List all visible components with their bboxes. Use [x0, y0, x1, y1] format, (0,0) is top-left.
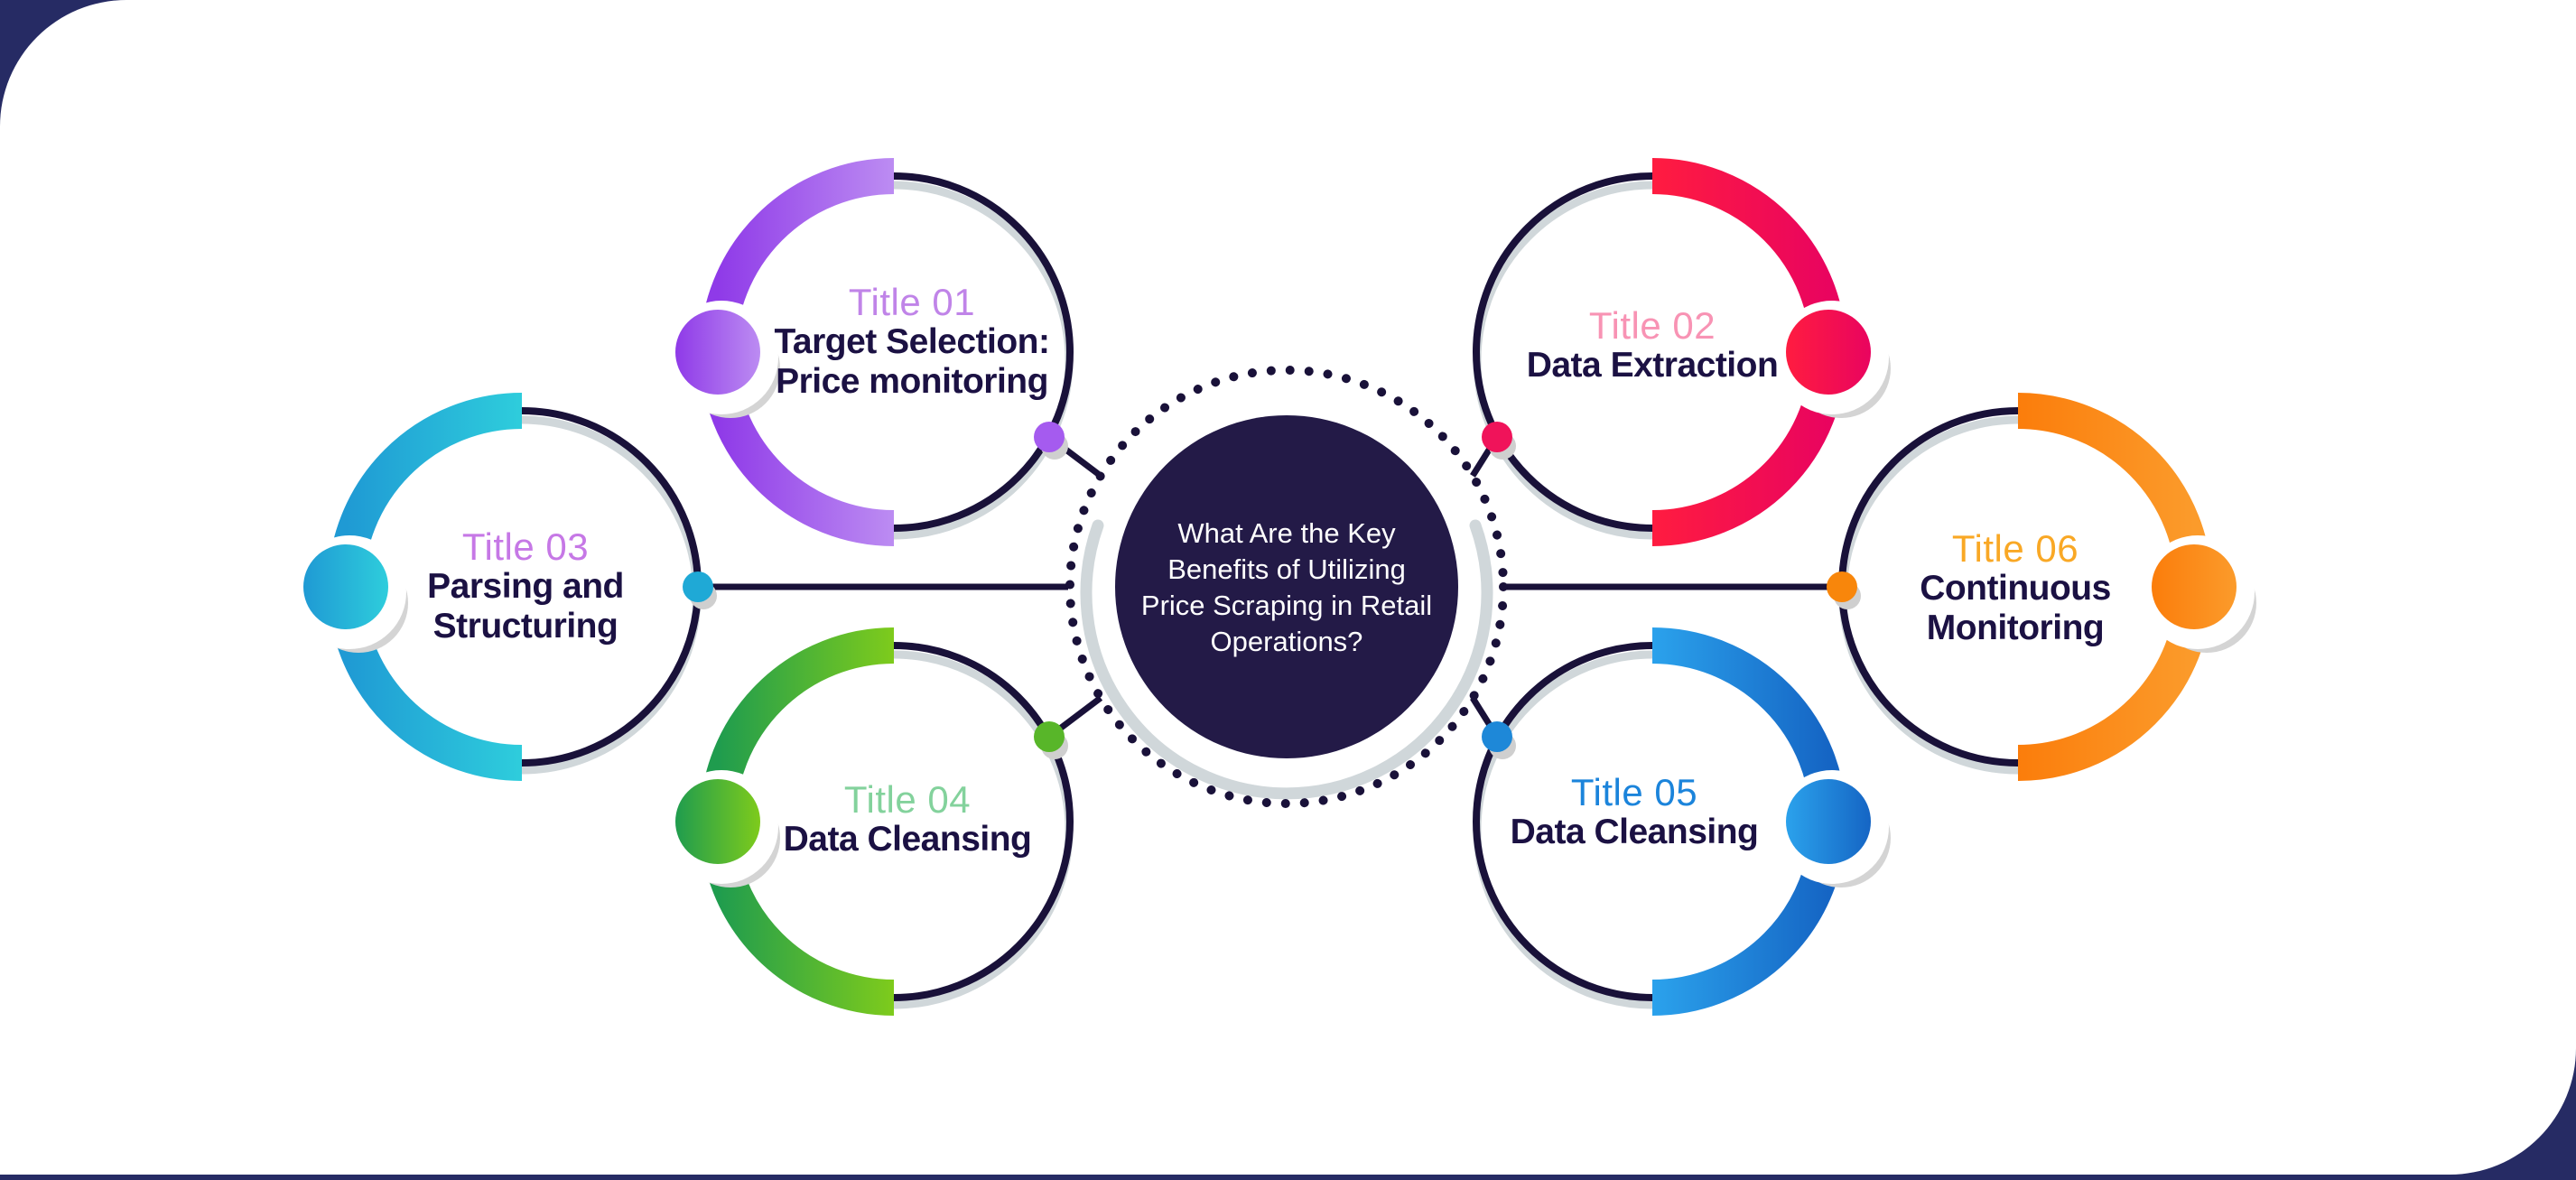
item-2-node-disk [1786, 310, 1871, 395]
center-hub [1065, 366, 1508, 808]
item-2-connector-dot [1482, 422, 1512, 452]
item-5-connector-dot [1482, 721, 1512, 752]
item-6-node-disk [2152, 544, 2237, 629]
item-circle-2 [1473, 158, 1891, 546]
item-2-base-arc [1473, 172, 1653, 532]
item-circle-5 [1473, 627, 1891, 1016]
item-1-connector-dot [1034, 422, 1065, 452]
item-3-base-arc [521, 407, 702, 767]
item-4-connector-dot [1034, 721, 1065, 752]
item-4-base-arc [893, 642, 1074, 1001]
item-6-connector-dot [1827, 571, 1857, 602]
item-circle-1 [665, 158, 1074, 546]
item-3-connector-dot [683, 571, 713, 602]
item-6-base-arc [1838, 407, 2019, 767]
center-shadow-arc [1080, 519, 1493, 800]
item-5-base-arc [1473, 642, 1653, 1001]
center-dotted-ring [1065, 366, 1508, 808]
item-5-node-disk [1786, 779, 1871, 864]
item-3-node-disk [303, 544, 388, 629]
item-circle-6 [1827, 393, 2256, 781]
item-circle-3 [293, 393, 717, 781]
item-1-node-disk [675, 310, 760, 395]
item-circle-4 [665, 627, 1074, 1016]
center-disk [1115, 415, 1458, 758]
item-4-node-disk [675, 779, 760, 864]
item-1-base-arc [893, 172, 1074, 532]
